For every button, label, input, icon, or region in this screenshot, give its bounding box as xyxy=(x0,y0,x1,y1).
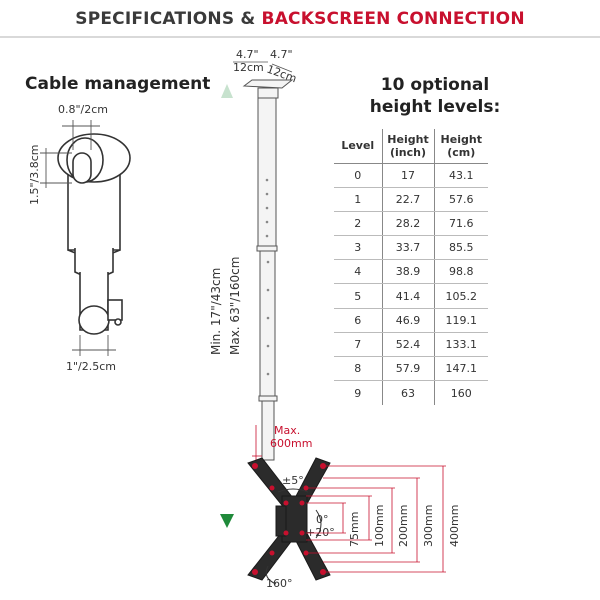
title-backscreen: BACKSCREEN CONNECTION xyxy=(261,9,525,29)
height-levels-title-line1: 10 optional xyxy=(380,75,490,95)
col-level: Level xyxy=(334,129,382,164)
col-height-cm: Height(cm) xyxy=(433,129,488,164)
pole-upper xyxy=(257,97,277,249)
col-height-inch: Height(inch) xyxy=(381,129,434,164)
pole-joint xyxy=(256,245,278,252)
pole-min-label: Min. 17"/43cm xyxy=(209,268,223,355)
cable-management-title: Cable management xyxy=(25,74,211,94)
cable-top-dim: 0.8"/2cm xyxy=(58,103,108,116)
mount-max-value: 600mm xyxy=(270,437,312,450)
vesa-75: 75mm xyxy=(348,512,361,547)
page-header: SPECIFICATIONS & BACKSCREEN CONNECTION xyxy=(0,0,600,38)
clamp-block xyxy=(107,299,123,321)
tilt-label-0: 0° xyxy=(316,513,329,526)
pole-joint xyxy=(258,395,278,402)
arrow-up-icon xyxy=(221,84,233,98)
vesa-200: 200mm xyxy=(397,505,410,547)
height-levels-title: 10 optional height levels: xyxy=(330,74,540,118)
tilt-side-label: ±5° xyxy=(282,474,304,487)
height-arrow xyxy=(220,84,234,528)
plate-dim-a-cm: 12cm xyxy=(233,61,264,74)
rotate-label: 160° xyxy=(266,577,293,590)
tilt-side-arc-icon xyxy=(277,488,309,493)
arrow-down-icon xyxy=(220,514,234,528)
title-spec: SPECIFICATIONS & xyxy=(75,9,256,29)
max-dimension-lines xyxy=(252,425,262,460)
height-levels-title-line2: height levels: xyxy=(369,97,501,117)
ceiling-pole xyxy=(242,79,294,461)
ceiling-plate xyxy=(242,79,294,89)
vesa-100: 100mm xyxy=(373,505,386,547)
tilt-head xyxy=(275,505,287,537)
clamp-screw xyxy=(114,318,122,326)
plate-dim-a-in: 4.7" xyxy=(236,48,259,61)
motion-arcs xyxy=(265,488,322,585)
vesa-300: 300mm xyxy=(422,505,435,547)
vesa-dimension-lines xyxy=(306,465,446,573)
mount-max-label: Max. xyxy=(274,424,300,437)
pole-max-label: Max. 63"/160cm xyxy=(228,257,242,355)
tilt-label-20: +20° xyxy=(306,526,335,539)
plate-neck xyxy=(257,87,279,99)
vesa-400: 400mm xyxy=(448,505,461,547)
cable-dimension-lines xyxy=(40,120,116,356)
pole-middle xyxy=(259,247,276,399)
cable-management-drawing xyxy=(57,133,131,335)
page-title: SPECIFICATIONS & BACKSCREEN CONNECTION xyxy=(0,0,600,38)
rotate-arc-icon xyxy=(265,565,277,585)
table-header-row: Level Height(inch) Height(cm) xyxy=(334,129,488,164)
cable-side-dim: 1.5"/3.8cm xyxy=(28,144,41,205)
cable-slot-icon xyxy=(72,152,92,184)
plate-dim-b-in: 4.7" xyxy=(270,48,293,61)
pole-holes xyxy=(265,178,270,376)
tilt-arc-icon xyxy=(315,509,322,539)
plate-dimension-lines xyxy=(233,61,293,73)
cable-bottom-dim: 1"/2.5cm xyxy=(66,360,116,373)
pole-lower xyxy=(261,397,275,461)
lower-pipe-end xyxy=(78,305,110,335)
